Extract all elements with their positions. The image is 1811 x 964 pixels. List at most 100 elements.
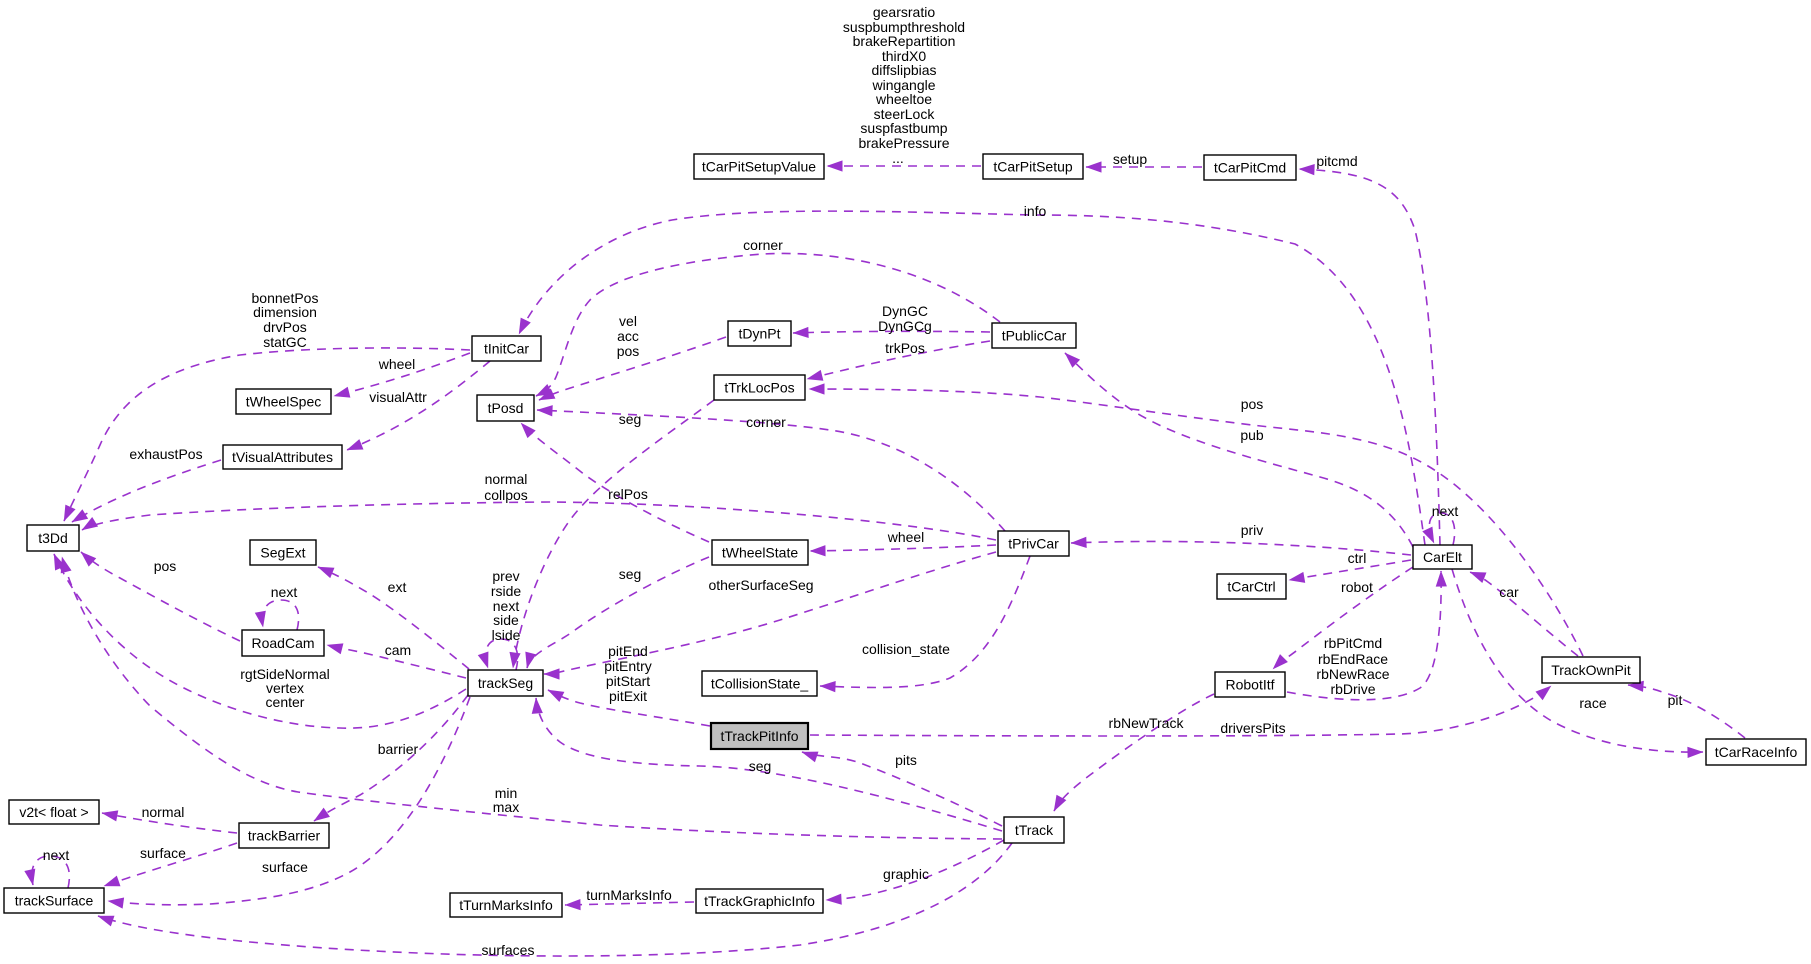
svg-text:ext: ext bbox=[388, 579, 407, 595]
svg-text:lside: lside bbox=[492, 627, 521, 643]
svg-text:t3Dd: t3Dd bbox=[38, 530, 68, 546]
svg-text:tTrackGraphicInfo: tTrackGraphicInfo bbox=[704, 893, 815, 909]
svg-text:vel: vel bbox=[619, 313, 637, 329]
svg-text:visualAttr: visualAttr bbox=[369, 389, 427, 405]
svg-text:surface: surface bbox=[262, 859, 308, 875]
svg-text:vertex: vertex bbox=[266, 680, 304, 696]
svg-text:center: center bbox=[266, 694, 305, 710]
svg-text:trackSeg: trackSeg bbox=[478, 675, 533, 691]
svg-text:tPosd: tPosd bbox=[488, 400, 524, 416]
svg-text:relPos: relPos bbox=[608, 486, 648, 502]
svg-text:TrackOwnPit: TrackOwnPit bbox=[1551, 662, 1631, 678]
svg-text:side: side bbox=[493, 612, 519, 628]
svg-text:cam: cam bbox=[385, 642, 411, 658]
svg-text:info: info bbox=[1024, 203, 1047, 219]
svg-text:CarElt: CarElt bbox=[1423, 549, 1462, 565]
svg-text:car: car bbox=[1499, 584, 1519, 600]
svg-text:dimension: dimension bbox=[253, 304, 317, 320]
svg-text:rgtSideNormal: rgtSideNormal bbox=[240, 666, 329, 682]
svg-text:rbNewRace: rbNewRace bbox=[1316, 666, 1389, 682]
svg-text:tTrack: tTrack bbox=[1015, 822, 1054, 838]
svg-text:RobotItf: RobotItf bbox=[1225, 677, 1274, 693]
svg-text:tCarRaceInfo: tCarRaceInfo bbox=[1715, 744, 1798, 760]
svg-text:tCollisionState_: tCollisionState_ bbox=[711, 676, 808, 692]
svg-text:robot: robot bbox=[1341, 579, 1373, 595]
svg-text:pos: pos bbox=[617, 343, 640, 359]
svg-text:...: ... bbox=[892, 150, 904, 166]
svg-text:suspbumpthreshold: suspbumpthreshold bbox=[843, 19, 965, 35]
svg-text:tCarPitCmd: tCarPitCmd bbox=[1214, 160, 1286, 176]
svg-text:next: next bbox=[43, 847, 70, 863]
svg-text:tPublicCar: tPublicCar bbox=[1002, 328, 1067, 344]
svg-text:ctrl: ctrl bbox=[1348, 550, 1367, 566]
svg-text:DynGC: DynGC bbox=[882, 303, 928, 319]
svg-text:min: min bbox=[495, 785, 518, 801]
svg-text:next: next bbox=[493, 598, 520, 614]
svg-text:tVisualAttributes: tVisualAttributes bbox=[232, 449, 333, 465]
svg-text:surfaces: surfaces bbox=[482, 942, 535, 958]
svg-text:wingangle: wingangle bbox=[871, 77, 935, 93]
svg-text:pitcmd: pitcmd bbox=[1316, 153, 1357, 169]
svg-text:tPrivCar: tPrivCar bbox=[1008, 536, 1059, 552]
svg-text:trackBarrier: trackBarrier bbox=[248, 828, 321, 844]
svg-text:tCarPitSetup: tCarPitSetup bbox=[993, 159, 1073, 175]
svg-text:pos: pos bbox=[154, 558, 177, 574]
svg-text:tDynPt: tDynPt bbox=[738, 326, 780, 342]
svg-text:normal: normal bbox=[142, 804, 185, 820]
svg-text:DynGCg: DynGCg bbox=[878, 318, 932, 334]
svg-text:pitExit: pitExit bbox=[609, 688, 647, 704]
svg-text:rside: rside bbox=[491, 583, 522, 599]
svg-text:driversPits: driversPits bbox=[1220, 720, 1285, 736]
svg-text:race: race bbox=[1579, 695, 1606, 711]
svg-text:tCarCtrl: tCarCtrl bbox=[1227, 579, 1275, 595]
svg-text:tInitCar: tInitCar bbox=[484, 341, 529, 357]
svg-text:steerLock: steerLock bbox=[874, 106, 936, 122]
svg-text:corner: corner bbox=[746, 414, 786, 430]
svg-text:rbEndRace: rbEndRace bbox=[1318, 651, 1388, 667]
svg-text:acc: acc bbox=[617, 328, 639, 344]
svg-text:rbDrive: rbDrive bbox=[1330, 681, 1375, 697]
svg-text:pub: pub bbox=[1240, 427, 1264, 443]
svg-text:normal: normal bbox=[485, 471, 528, 487]
svg-text:prev: prev bbox=[492, 568, 519, 584]
svg-text:pit: pit bbox=[1668, 692, 1683, 708]
svg-text:next: next bbox=[271, 584, 298, 600]
svg-text:seg: seg bbox=[619, 411, 642, 427]
svg-text:wheel: wheel bbox=[378, 356, 416, 372]
svg-text:barrier: barrier bbox=[378, 741, 419, 757]
svg-text:seg: seg bbox=[749, 758, 772, 774]
svg-text:diffslipbias: diffslipbias bbox=[871, 62, 936, 78]
svg-text:suspfastbump: suspfastbump bbox=[860, 120, 947, 136]
svg-text:tTrackPitInfo: tTrackPitInfo bbox=[720, 728, 798, 744]
svg-text:tCarPitSetupValue: tCarPitSetupValue bbox=[702, 159, 816, 175]
svg-text:bonnetPos: bonnetPos bbox=[252, 290, 319, 306]
svg-text:trackSurface: trackSurface bbox=[15, 893, 94, 909]
svg-text:statGC: statGC bbox=[263, 334, 307, 350]
svg-text:brakeRepartition: brakeRepartition bbox=[853, 33, 956, 49]
svg-text:tTurnMarksInfo: tTurnMarksInfo bbox=[459, 897, 553, 913]
svg-text:graphic: graphic bbox=[883, 866, 929, 882]
svg-text:wheeltoe: wheeltoe bbox=[875, 91, 932, 107]
svg-text:max: max bbox=[493, 799, 519, 815]
svg-text:otherSurfaceSeg: otherSurfaceSeg bbox=[708, 577, 813, 593]
svg-text:SegExt: SegExt bbox=[260, 545, 305, 561]
svg-text:rbNewTrack: rbNewTrack bbox=[1109, 715, 1185, 731]
svg-text:setup: setup bbox=[1113, 151, 1147, 167]
svg-text:exhaustPos: exhaustPos bbox=[129, 446, 202, 462]
svg-text:pitEntry: pitEntry bbox=[604, 658, 651, 674]
svg-text:collision_state: collision_state bbox=[862, 641, 950, 657]
svg-text:pitEnd: pitEnd bbox=[608, 643, 648, 659]
svg-text:thirdX0: thirdX0 bbox=[882, 48, 927, 64]
svg-text:trkPos: trkPos bbox=[885, 340, 925, 356]
svg-text:tWheelState: tWheelState bbox=[722, 545, 798, 561]
svg-text:corner: corner bbox=[743, 237, 783, 253]
svg-text:next: next bbox=[1432, 503, 1459, 519]
svg-text:rbPitCmd: rbPitCmd bbox=[1324, 635, 1382, 651]
svg-text:pos: pos bbox=[1241, 396, 1264, 412]
svg-text:v2t< float >: v2t< float > bbox=[19, 804, 88, 820]
svg-text:brakePressure: brakePressure bbox=[858, 135, 949, 151]
svg-text:seg: seg bbox=[619, 566, 642, 582]
svg-text:surface: surface bbox=[140, 845, 186, 861]
svg-text:tWheelSpec: tWheelSpec bbox=[246, 394, 321, 410]
svg-text:pitStart: pitStart bbox=[606, 673, 650, 689]
